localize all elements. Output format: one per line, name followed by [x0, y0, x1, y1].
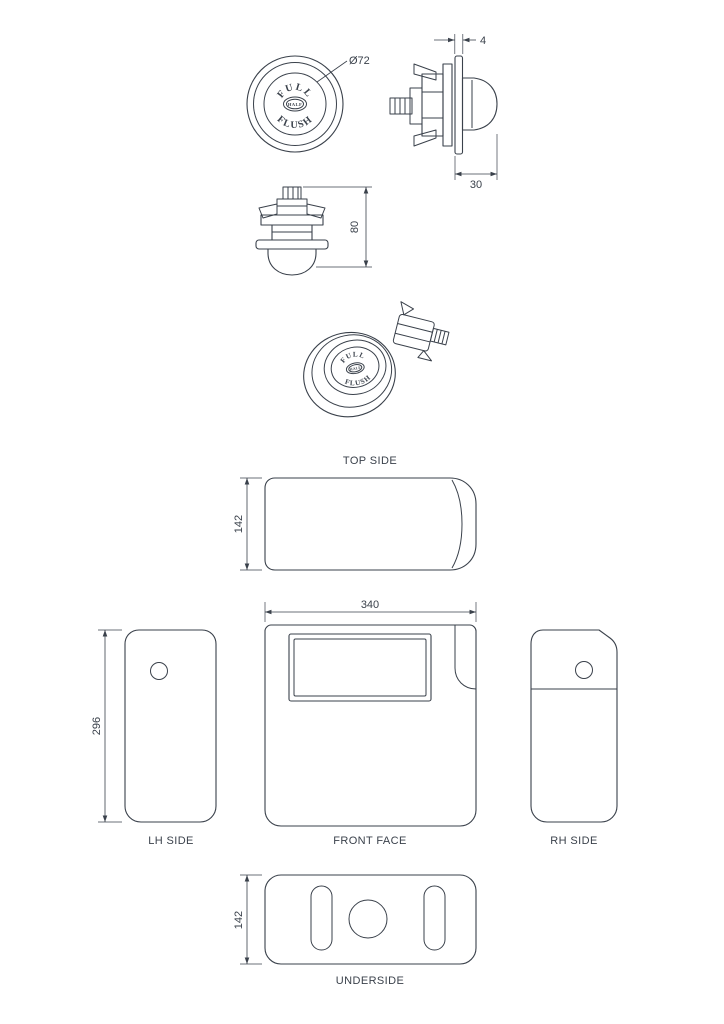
- underside-label: UNDERSIDE: [336, 975, 404, 987]
- top-depth-dimension: 142: [233, 515, 245, 533]
- projection-dimension: 30: [470, 179, 482, 191]
- diameter-leader-line: [316, 60, 348, 83]
- button-dome: [461, 77, 498, 131]
- underside-slot-right: [423, 885, 446, 951]
- flush-label: FLUSH: [275, 114, 315, 131]
- full-label: FULL: [275, 82, 314, 100]
- height-dimension: 80: [349, 221, 361, 233]
- top-side-label: TOP SIDE: [343, 455, 397, 467]
- access-plate-recess: [288, 633, 432, 702]
- underside-outlet-hole: [348, 899, 388, 939]
- side-fixing-hole-rh: [575, 661, 593, 679]
- button-side-mechanism: [389, 63, 453, 147]
- button-dome-profile: [267, 248, 317, 276]
- perspective-mechanism: [392, 301, 450, 362]
- plate-thickness-dimension: 4: [480, 35, 486, 47]
- lh-side-label: LH SIDE: [148, 835, 194, 847]
- front-width-dimension: 340: [361, 599, 379, 611]
- underside-slot-left: [310, 885, 333, 951]
- wall-flange-plate: [454, 55, 464, 155]
- flush-button-profile-view: 80: [255, 186, 372, 276]
- half-label: HALF: [288, 102, 302, 107]
- flush-button-perspective-view: FULL FLUSH HALF: [303, 301, 450, 418]
- side-height-dimension: 296: [91, 717, 103, 735]
- half-label-3d: HALF: [349, 365, 361, 371]
- side-fixing-hole: [150, 662, 168, 680]
- cistern-front-view: 340 FRONT FACE: [264, 599, 477, 847]
- underside-depth-dimension: 142: [233, 911, 245, 929]
- cistern-underside-view: 142 UNDERSIDE: [233, 874, 477, 987]
- rh-side-label: RH SIDE: [550, 835, 597, 847]
- cistern-left-view: 296 LH SIDE: [91, 629, 217, 847]
- wall-flange-plate-profile: [255, 239, 329, 250]
- cistern-top-view: TOP SIDE 142: [233, 455, 477, 571]
- diameter-dimension: Ø72: [349, 55, 370, 67]
- front-face-label: FRONT FACE: [333, 835, 406, 847]
- flush-button-front-view: FULL FLUSH HALF Ø72: [246, 55, 370, 153]
- cistern-right-view: RH SIDE: [530, 629, 618, 847]
- flush-button-side-view: 4 30: [389, 34, 498, 191]
